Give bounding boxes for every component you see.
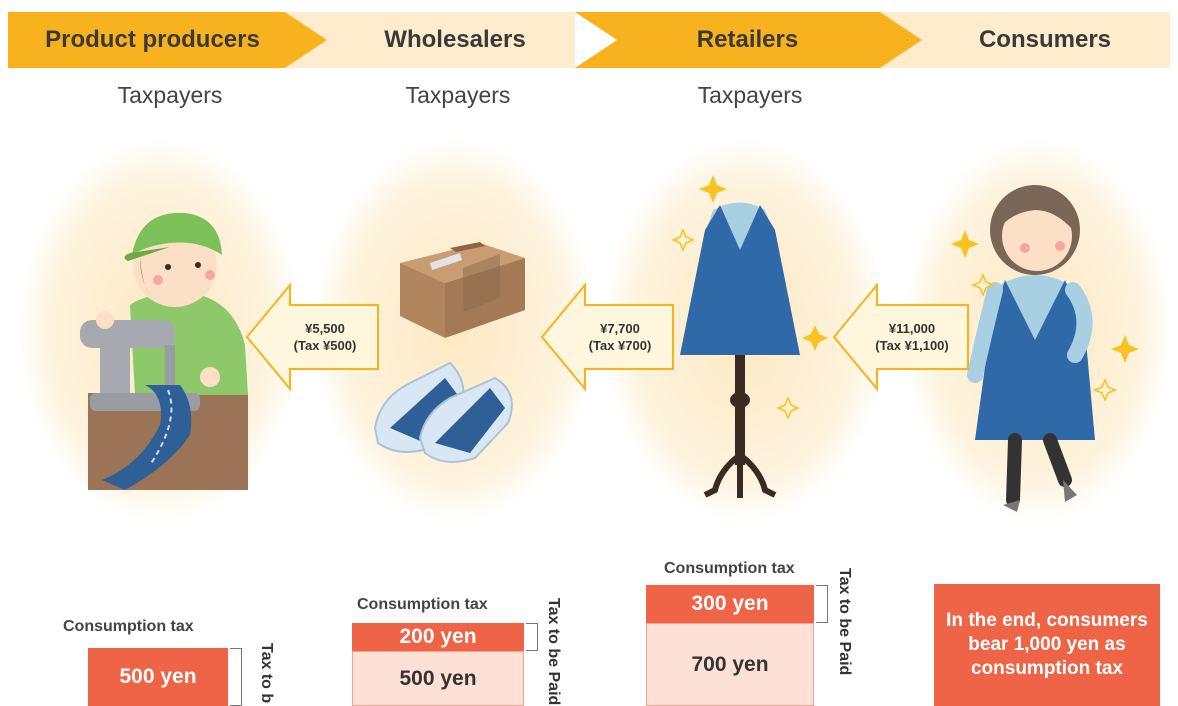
banner-chevron-retailers <box>575 12 922 68</box>
consumption-tax-label-wholesaler: Consumption tax <box>357 596 488 613</box>
producer-tax-paid-box: 500 yen <box>88 648 228 706</box>
wholesaler-tax-paid-box: 200 yen <box>352 623 524 651</box>
retailer-paid-label: Tax to be Paid <box>836 568 853 676</box>
retailer-tax-base-box: 700 yen <box>646 623 814 706</box>
flow-price-retailer: ¥11,000 (Tax ¥1,100) <box>856 320 968 354</box>
flow-arrow-to-retailer <box>832 282 969 392</box>
taxpayer-label-wholesalers: Taxpayers <box>405 82 511 108</box>
flow-price-producer-amount: ¥5,500 <box>305 321 345 336</box>
flow-price-wholesaler-tax: (Tax ¥700) <box>588 338 652 353</box>
flow-price-wholesaler-amount: ¥7,700 <box>600 321 640 336</box>
flow-arrow-to-wholesaler <box>540 282 674 392</box>
banner-chevron-consumers <box>880 12 1170 68</box>
consumer-final-note: In the end, consumers bear 1,000 yen as … <box>934 584 1160 706</box>
flow-price-wholesaler: ¥7,700 (Tax ¥700) <box>565 320 675 354</box>
producer-sewing-illustration <box>80 212 248 490</box>
consumer-woman-illustration <box>951 185 1139 512</box>
banner-chevron-producers <box>8 12 327 68</box>
flow-price-producer-tax: (Tax ¥500) <box>293 338 357 353</box>
wholesaler-paid-bracket <box>526 623 538 651</box>
stage-banner <box>8 12 1170 68</box>
producer-paid-label: Tax to be Paid <box>258 643 275 703</box>
flow-price-retailer-tax: (Tax ¥1,100) <box>875 338 949 353</box>
taxpayer-label-producers: Taxpayers <box>117 82 223 108</box>
stage-label-wholesalers: Wholesalers <box>384 26 526 53</box>
stage-label-consumers: Consumers <box>978 26 1112 53</box>
retailer-paid-bracket <box>816 585 828 623</box>
stage-label-producers: Product producers <box>45 26 260 53</box>
retailer-tax-paid-box: 300 yen <box>646 585 814 623</box>
stage-label-retailers: Retailers <box>696 26 799 53</box>
wholesaler-tax-base-box: 500 yen <box>352 651 524 706</box>
taxpayer-label-retailers: Taxpayers <box>697 82 803 108</box>
producer-paid-bracket <box>230 648 242 706</box>
consumption-tax-label-retailer: Consumption tax <box>664 560 795 577</box>
banner-chevron-wholesalers <box>285 12 575 68</box>
wholesaler-paid-label: Tax to be Paid <box>545 598 562 706</box>
wholesaler-box-illustration <box>373 242 525 463</box>
consumption-tax-label-producer: Consumption tax <box>63 618 194 635</box>
flow-arrow-to-producer <box>245 282 379 392</box>
flow-price-retailer-amount: ¥11,000 <box>888 321 936 336</box>
retailer-mannequin-illustration <box>671 175 828 498</box>
flow-price-producer: ¥5,500 (Tax ¥500) <box>270 320 380 354</box>
